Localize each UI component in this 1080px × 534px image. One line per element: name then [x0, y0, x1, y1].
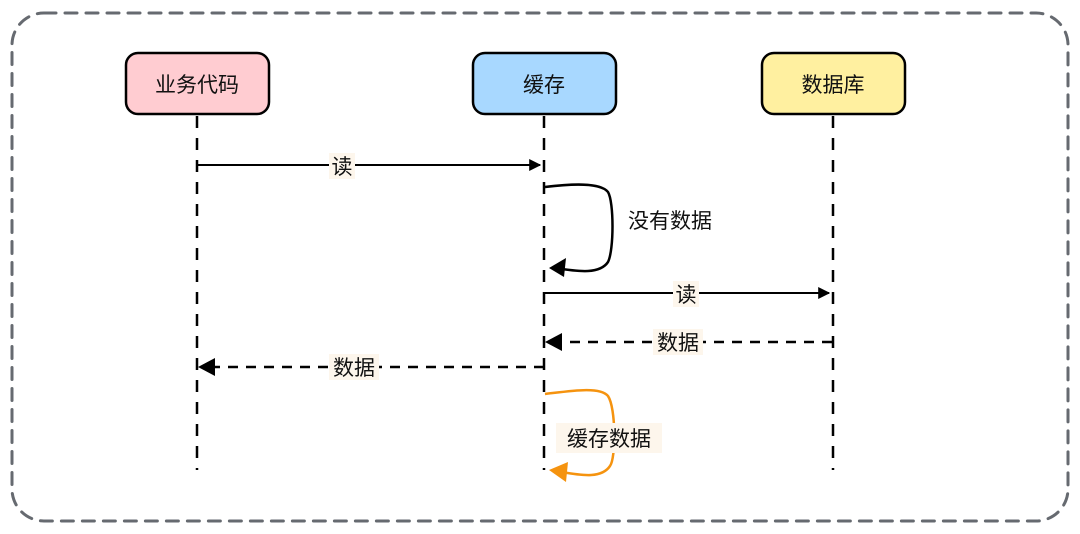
message-data-to-cache: 数据 [545, 329, 832, 355]
actor-cache[interactable]: 缓存 [471, 51, 618, 116]
arrowhead-icon [198, 358, 215, 376]
label-bg [329, 354, 379, 380]
actor-label: 数据库 [802, 73, 865, 97]
message-read-cache: 读 [198, 153, 542, 179]
message-cache-data: 缓存数据 [544, 388, 662, 482]
actor-box [124, 51, 271, 116]
message-label: 没有数据 [628, 209, 712, 233]
actor-database[interactable]: 数据库 [760, 51, 907, 116]
message-label: 读 [676, 283, 697, 307]
diagram-frame [10, 11, 1070, 523]
label-bg [673, 281, 699, 307]
message-no-data: 没有数据 [544, 183, 712, 277]
arrowhead-icon [545, 333, 562, 351]
self-loop [544, 183, 614, 273]
actor-business[interactable]: 业务代码 [124, 51, 271, 116]
message-label: 数据 [657, 331, 699, 355]
message-label: 缓存数据 [567, 427, 651, 451]
actor-label: 缓存 [523, 73, 565, 97]
message-label: 数据 [333, 356, 375, 380]
actor-box [760, 51, 907, 116]
message-read-database: 读 [545, 281, 831, 307]
arrowhead-icon [549, 462, 568, 482]
label-bg [556, 423, 662, 453]
actor-box [471, 51, 618, 116]
arrowhead-icon [549, 258, 566, 277]
message-label: 读 [332, 155, 353, 179]
label-bg [329, 153, 355, 179]
message-data-to-business: 数据 [198, 354, 544, 380]
label-bg [653, 329, 703, 355]
actor-label: 业务代码 [155, 73, 239, 97]
